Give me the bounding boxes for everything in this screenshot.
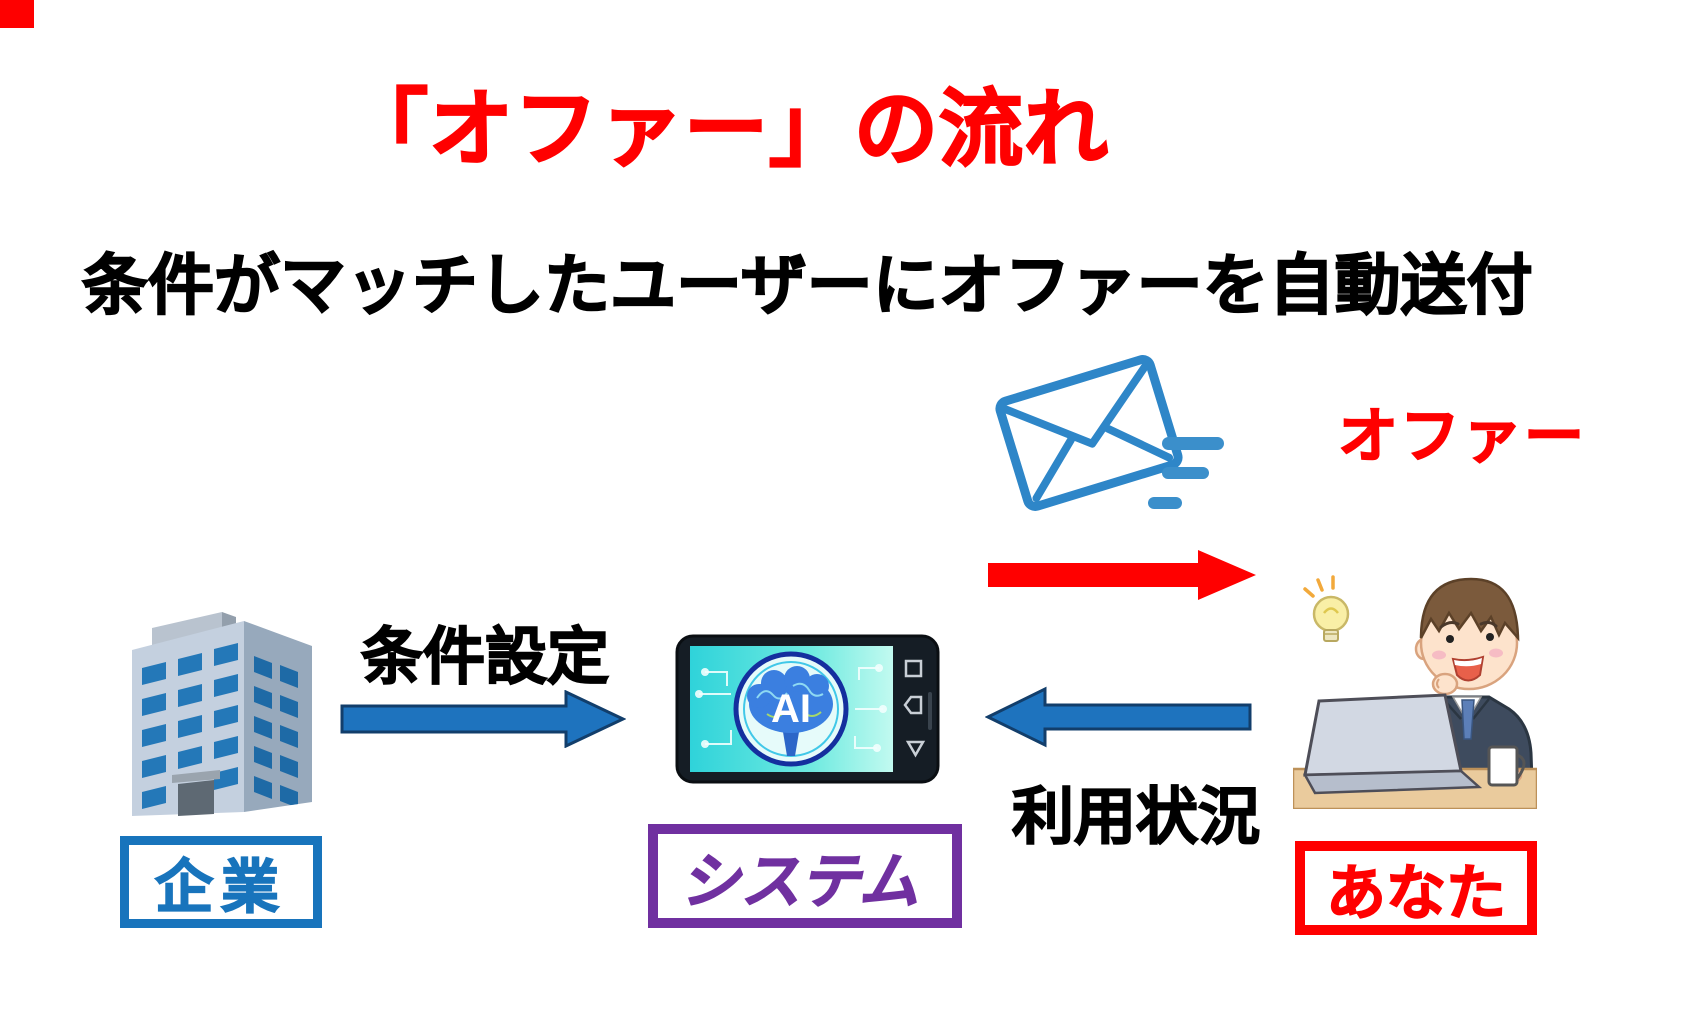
phone-nav-icons bbox=[903, 659, 926, 758]
system-box: システム bbox=[648, 824, 962, 928]
offer-label: オファー bbox=[1337, 402, 1586, 471]
mug-icon bbox=[1487, 745, 1526, 787]
office-building-icon bbox=[132, 612, 312, 816]
you-label: あなた bbox=[1325, 859, 1507, 928]
condition-arrow-icon bbox=[340, 690, 626, 748]
system-label: システム bbox=[677, 847, 931, 916]
subtitle: 条件がマッチしたユーザーにオファーを自動送付 bbox=[81, 247, 1533, 323]
circuit-lines bbox=[699, 667, 883, 749]
person-at-laptop-illustration bbox=[1293, 575, 1537, 809]
envelope-icon bbox=[995, 355, 1183, 511]
ai-smartphone-icon: AI bbox=[675, 634, 940, 784]
usage-arrow-icon bbox=[985, 686, 1252, 748]
condition-label: 条件設定 bbox=[360, 622, 610, 693]
you-box: あなた bbox=[1295, 841, 1537, 935]
ai-brain-icon bbox=[747, 666, 833, 756]
speed-line-icon bbox=[1162, 437, 1224, 450]
company-label: 企業 bbox=[154, 854, 287, 921]
speed-line-icon bbox=[1162, 467, 1209, 479]
laptop-icon bbox=[1302, 693, 1483, 795]
face bbox=[1414, 577, 1520, 696]
offer-arrow-icon bbox=[988, 550, 1256, 600]
tie bbox=[1461, 699, 1475, 740]
corner-mark bbox=[0, 0, 34, 28]
ai-label: AI bbox=[771, 687, 811, 731]
usage-label: 利用状況 bbox=[1011, 782, 1261, 853]
company-box: 企業 bbox=[120, 836, 322, 928]
page-title: 「オファー」の流れ bbox=[343, 81, 1110, 177]
light-bulb-icon bbox=[1303, 575, 1350, 642]
speed-line-icon bbox=[1148, 497, 1182, 509]
